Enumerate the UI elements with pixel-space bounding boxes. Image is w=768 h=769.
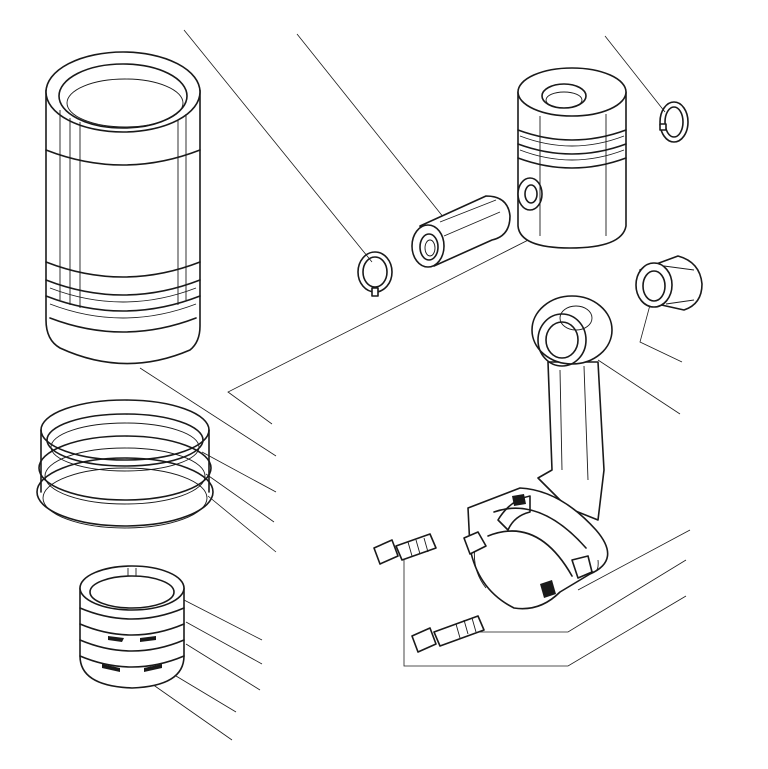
leader-line-liner bbox=[139, 367, 277, 457]
bolt-upper bbox=[373, 533, 437, 565]
leader-line-piston bbox=[227, 229, 549, 425]
leader-line-piston-pin bbox=[296, 33, 453, 229]
leader-line-ring-2 bbox=[205, 473, 275, 523]
piston-pin-circlip-left bbox=[357, 251, 393, 297]
leader-line-circlip-right bbox=[604, 35, 666, 113]
liner-seal-rings bbox=[36, 399, 214, 529]
leader-line-cap bbox=[577, 529, 691, 591]
leader-line-circlip-left bbox=[183, 29, 373, 263]
leader-line-prring-1 bbox=[183, 599, 263, 641]
leader-line-bolts bbox=[403, 560, 687, 667]
leader-line-rod bbox=[597, 359, 681, 415]
leader-line-prring-4 bbox=[165, 669, 237, 713]
piston-pin-circlip-right bbox=[659, 101, 689, 143]
connecting-rod-cap bbox=[463, 487, 609, 610]
piston-pin bbox=[411, 195, 511, 268]
piston-rings bbox=[79, 565, 185, 689]
leader-line-bushing bbox=[639, 304, 683, 363]
connecting-rod-bolts bbox=[373, 533, 485, 653]
bolt-lower bbox=[411, 615, 485, 653]
leader-line-prring-2 bbox=[185, 621, 263, 665]
leader-line-bolt-upper bbox=[478, 559, 687, 633]
piston bbox=[517, 67, 627, 249]
leader-line-prring-3 bbox=[185, 643, 261, 691]
leader-lines bbox=[139, 29, 691, 741]
leader-line-ring-3 bbox=[207, 495, 277, 553]
connecting-rod bbox=[531, 295, 613, 521]
cylinder-liner bbox=[45, 51, 201, 365]
connecting-rod-bushing bbox=[635, 255, 703, 311]
leader-line-prring-5 bbox=[151, 683, 233, 741]
leader-line-ring-1 bbox=[201, 451, 277, 493]
